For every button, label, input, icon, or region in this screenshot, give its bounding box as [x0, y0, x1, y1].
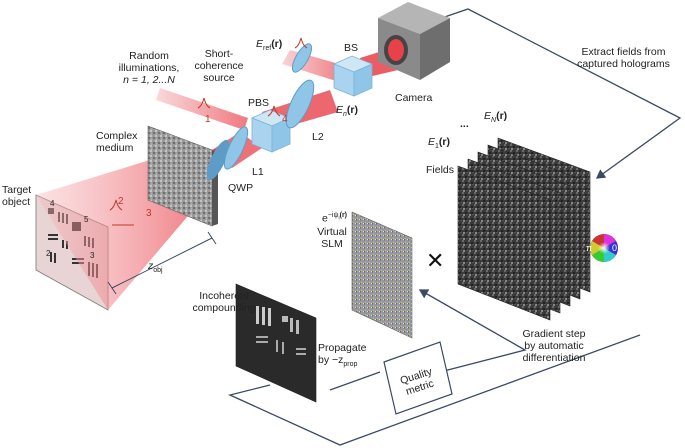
short-coh-line3: source: [203, 72, 235, 84]
lens-ref: [291, 43, 313, 73]
eN-arg: (r): [496, 110, 508, 122]
gradient-line2: by automatic: [524, 340, 584, 352]
phase-colorwheel: [590, 234, 618, 262]
z-obj-sub: obj: [153, 267, 163, 275]
short-coherence-label: Short- coherence source: [190, 48, 248, 84]
random-illum-line2: illuminations,: [118, 62, 180, 74]
l1-label: L1: [252, 166, 264, 178]
eN-sub: N: [491, 117, 497, 125]
random-illum-line3: n = 1, 2...N: [123, 74, 175, 86]
short-coh-line2: coherence: [194, 60, 244, 72]
e1-label: E1(r): [428, 136, 450, 153]
lens-l2: [285, 79, 315, 129]
fields-label: Fields: [426, 164, 455, 176]
z-obj-symbol: z: [148, 260, 154, 272]
e1-symbol: E: [428, 136, 436, 148]
short-coh-line1: Short-: [204, 48, 234, 60]
pbs-cube: [250, 109, 292, 153]
extract-fields-label: Extract fields from captured holograms: [566, 46, 681, 70]
e-ref-sub: ref: [263, 45, 272, 53]
beam-number-3: 3: [146, 208, 152, 219]
beam-number-1: 1: [205, 114, 211, 125]
e1-sub: 1: [435, 143, 439, 151]
eN-symbol: E: [484, 110, 492, 122]
camera-label: Camera: [395, 92, 433, 104]
slm-exp-sup: −iψ: [327, 212, 339, 219]
complex-medium-label: Complex medium: [96, 130, 137, 154]
complex-medium-line2: medium: [96, 142, 134, 154]
virtual-slm-line1: Virtual: [317, 226, 347, 238]
gradient-line3: differentiation: [522, 352, 586, 364]
slm-exp-sup-arg: (r): [339, 212, 347, 219]
feedback-loop: [228, 8, 682, 446]
e-ref-label: Eref(r): [256, 38, 282, 55]
virtual-slm-label: Virtual SLM: [310, 226, 354, 250]
phase-zero-label: 0: [612, 243, 618, 253]
e-ref-symbol: E: [256, 38, 264, 50]
extract-line2: captured holograms: [577, 58, 670, 70]
target-number-3: 3: [90, 251, 95, 260]
qwp-label: QWP: [228, 182, 254, 194]
random-illuminations-label: Random illuminations, n = 1, 2...N: [108, 50, 190, 86]
camera: [378, 2, 450, 80]
extract-arrow-line: [429, 8, 682, 179]
gradient-arrow: [418, 289, 527, 373]
pulses: [109, 37, 308, 226]
target-object-label: Target object: [2, 184, 31, 208]
gradient-step-label: Gradient step by automatic differentiati…: [510, 328, 598, 364]
qwp-lens: [206, 126, 249, 181]
target-object-line1: Target: [2, 184, 32, 196]
incoherent-image: [235, 283, 317, 403]
virtual-slm-exp-label: e−iψl(r): [322, 210, 347, 225]
slm-exp-sup-sub: l: [338, 215, 340, 222]
e-n-arg: (r): [346, 104, 359, 116]
e-n-symbol: E: [336, 104, 344, 116]
target-number-5: 5: [84, 215, 89, 224]
eN-label: EN(r): [484, 110, 507, 127]
quality-metric-card: [383, 341, 453, 415]
beam-number-2: 2: [118, 196, 124, 207]
target-number-2: 2: [46, 249, 51, 258]
pbs-label: PBS: [248, 97, 270, 109]
z-obj-label: zobj: [148, 260, 163, 277]
propagate-line1: Propagate: [318, 342, 367, 354]
bs-cube: [332, 55, 374, 97]
fields-stack: [457, 137, 591, 321]
incoherent-line2: compounding: [192, 302, 256, 314]
fields-ellipsis: ...: [460, 118, 469, 130]
phase-pi-label: π: [586, 243, 593, 253]
e-ref-arg: (r): [271, 38, 283, 50]
z-obj-dimension: [107, 231, 217, 295]
e-n-sub: n: [343, 111, 347, 119]
target-number-4: 4: [50, 199, 55, 208]
loop-arrow-right: [228, 334, 641, 446]
incoherent-compounding-label: Incoherent compounding: [182, 290, 266, 314]
incoherent-line1: Incoherent: [199, 290, 249, 302]
beam-number-4: 4: [282, 114, 288, 125]
target-object-line2: object: [2, 196, 31, 208]
complex-medium-line1: Complex: [96, 130, 138, 142]
e1-arg: (r): [438, 136, 451, 148]
bs-label: BS: [344, 42, 359, 54]
extract-line1: Extract fields from: [581, 46, 666, 58]
quality-to-incoherent: [329, 371, 381, 391]
random-illum-line1: Random: [129, 50, 169, 62]
e-n-label: En(r): [336, 104, 358, 121]
slm-exp-base: e: [322, 212, 328, 225]
propagate-sub: prop: [343, 361, 358, 369]
propagate-line2: by −z: [318, 354, 344, 366]
virtual-slm-line2: SLM: [321, 238, 343, 250]
virtual-slm: [351, 211, 413, 339]
l2-label: L2: [312, 131, 324, 143]
gradient-line1: Gradient step: [522, 328, 586, 340]
propagate-label: Propagate by −zprop: [318, 342, 366, 371]
times-symbol: ✕: [426, 248, 445, 273]
